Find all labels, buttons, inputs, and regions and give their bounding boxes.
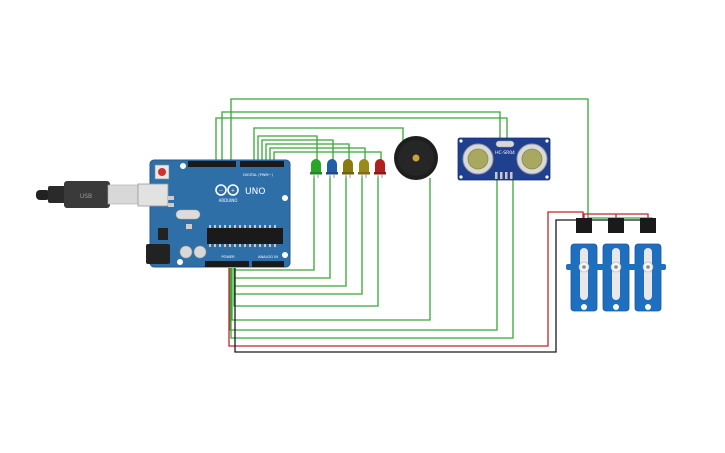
board-model: UNO: [245, 187, 265, 197]
usb-cable[interactable]: USB: [36, 181, 139, 208]
servo-motor-1[interactable]: [566, 218, 602, 312]
wire-servo-signal[interactable]: [230, 98, 589, 224]
sensor-model-label: HC-SR04: [495, 150, 515, 156]
ultrasonic-sensor[interactable]: HC-SR04: [457, 137, 551, 181]
digital-header-label: DIGITAL (PWM~): [243, 173, 273, 177]
wire-sensor-vcc[interactable]: [230, 177, 514, 339]
led-group: [310, 159, 386, 178]
piezo-buzzer[interactable]: [394, 136, 438, 180]
led-green[interactable]: [310, 159, 322, 178]
wire-led-yellow-gnd[interactable]: [233, 176, 363, 295]
servo-motor-3[interactable]: [630, 218, 666, 312]
wire-led-blue-gnd[interactable]: [233, 176, 331, 279]
svg-text:+: +: [231, 188, 235, 194]
wire-servo-power[interactable]: [228, 211, 584, 347]
wire-led-olive-gnd[interactable]: [233, 176, 347, 287]
led-yellow[interactable]: [358, 159, 370, 178]
analog-header-label: ANALOG IN: [258, 255, 278, 259]
servo-group: [566, 218, 666, 312]
wire-led-blue[interactable]: [261, 139, 334, 161]
wire-buzzer-signal[interactable]: [253, 127, 404, 161]
wire-led-yellow[interactable]: [269, 147, 366, 161]
led-red[interactable]: [374, 159, 386, 178]
wire-buzzer-gnd[interactable]: [231, 178, 431, 321]
power-header-label: POWER: [221, 255, 235, 259]
svg-text:−: −: [219, 188, 223, 194]
usb-label: USB: [80, 193, 92, 200]
led-blue[interactable]: [326, 159, 338, 178]
servo-motor-2[interactable]: [598, 218, 634, 312]
wire-led-green-gnd[interactable]: [233, 176, 315, 271]
arduino-uno-board[interactable]: DIGITAL (PWM~) POWER ANALOG IN − + UNO A…: [137, 159, 291, 268]
wire-sensor-gnd[interactable]: [229, 177, 498, 331]
wire-led-red-gnd[interactable]: [233, 176, 379, 307]
wire-led-red[interactable]: [273, 151, 382, 161]
board-brand: ARDUINO: [219, 198, 238, 203]
arduino-logo: − +: [215, 184, 239, 196]
led-olive[interactable]: [342, 159, 354, 178]
